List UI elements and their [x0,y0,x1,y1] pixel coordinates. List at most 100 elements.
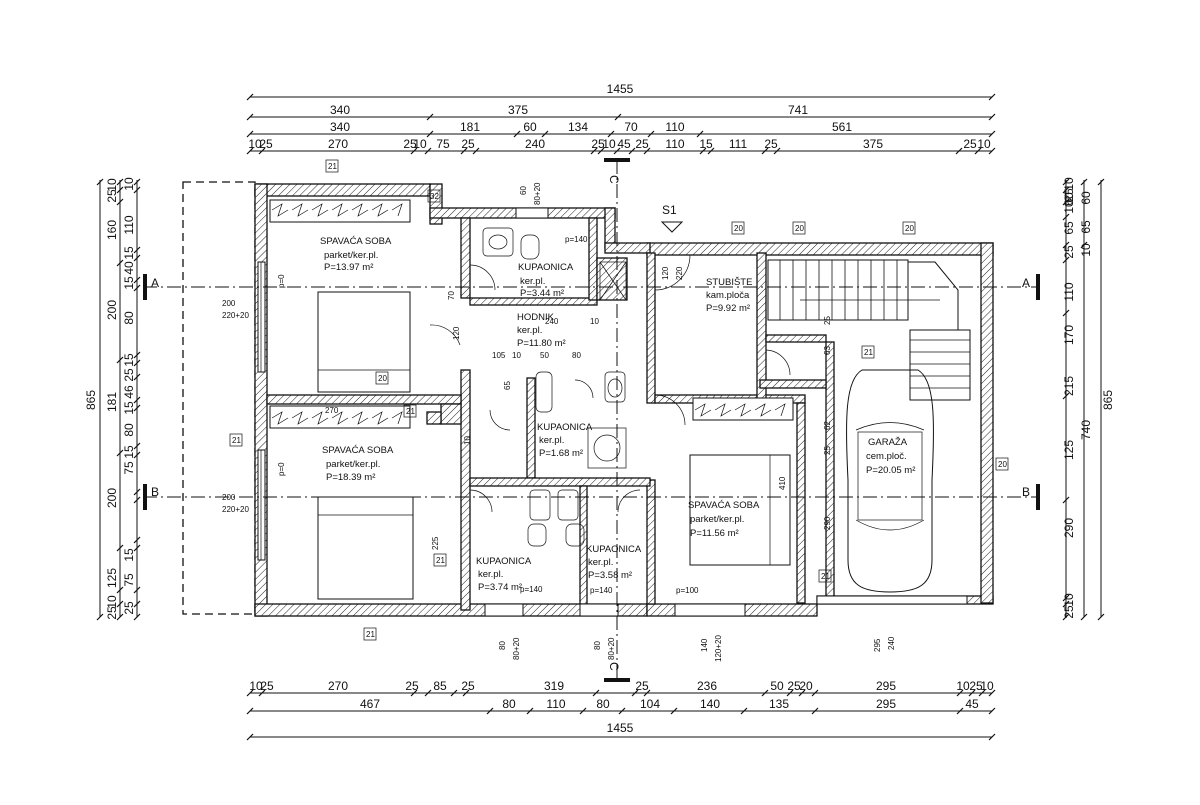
dimension-tick [426,113,434,121]
dim-w10: 10 [463,436,472,445]
dimension-tick [486,707,494,715]
dim-bot-row1-8: 236 [697,679,717,693]
dim-top-row2-c: 60 [523,120,537,134]
tag-4: 20 [905,224,914,233]
dimension-tick [246,689,254,697]
dim-left-outer-6: 125 [105,568,119,588]
dim-left-inner-0: 10 [122,177,136,191]
opening-labels: 200 220+20 200 220+20 60 80+20 80 80+20 … [222,182,896,662]
dim-top-row3-15: 25 [764,137,778,151]
dimension-tick [607,130,615,138]
walls [254,183,994,617]
dim-top-row3-4: 10 [413,137,427,151]
section-a-left: A [151,276,159,290]
dim-top-row3-2: 270 [328,137,348,151]
dimension-tick [541,130,549,138]
opening-w1-b: 220+20 [222,311,249,320]
dimension-tick [1097,178,1105,186]
dim-bot-row2-2: 110 [546,697,565,711]
tag-1: 32 [430,192,439,201]
dim-garage-in: 290 [823,516,832,530]
opening-top-b-a: 60 [519,186,528,195]
dim-left-inner-12: 75 [122,461,136,475]
dim-g1: 25 [823,446,832,455]
room-labels: SPAVAĆA SOBA parket/ker.pl. P=13.97 m² S… [320,236,915,593]
dim-h4: 80 [572,351,581,360]
dim-top-row3-3: 25 [403,137,417,151]
dimension-tick [1062,496,1070,504]
dim-bot-row2-1: 80 [502,697,516,711]
dim-top-row3-11: 25 [635,137,649,151]
dim-bot-row1-4: 85 [433,679,447,693]
dimension-tick [450,689,458,697]
wardrobes [269,199,794,429]
dim-top-row3-12: 110 [665,137,684,151]
dim-top-row3-17: 25 [963,137,977,151]
bottom-dimension-chains: 10 25 270 25 85 25 319 25 236 50 25 20 2… [246,679,996,741]
dimension-tick [133,544,141,552]
opening-bottom-b-a: 80 [593,641,602,650]
room-3-name: KUPAONICA [518,262,574,273]
dimension-tick [462,689,470,697]
dimension-tick [956,707,964,715]
dim-top-total: 1455 [607,82,634,96]
dimension-tick [246,707,254,715]
dimension-tick [988,93,996,101]
room-9-area: P=11.56 m² [690,528,739,539]
dim-bot-row1-7: 25 [635,679,649,693]
dim-hall-w: 240 [545,317,559,326]
dimension-tick [773,147,781,155]
room-2-floor: parket/ker.pl. [326,459,380,470]
dimension-tick [761,689,769,697]
dim-bot-row1-15: 10 [980,679,994,693]
dim-b270: 270 [325,406,339,415]
dimension-tick [1097,613,1105,621]
dim-p140a: p=140 [520,585,543,594]
dimension-tick [116,544,124,552]
dimension-tick [513,130,521,138]
dimension-tick [696,130,704,138]
dimension-tick [460,147,468,155]
dimension-tick [631,689,639,697]
dimension-tick [628,147,636,155]
dim-left-inner-7: 25 [122,368,136,382]
room-6-name: KUPAONICA [476,556,532,567]
dimension-tick [798,689,806,697]
dim-hall-r: 10 [590,317,599,326]
dim-left-outer-4: 181 [105,392,119,412]
dimension-tick [133,396,141,404]
dimension-tick [116,198,124,206]
opening-w2-b: 220+20 [222,505,249,514]
dimension-tick [116,178,124,186]
dim-right-inner-11: 10 [1062,593,1076,607]
tag-9: 21 [821,572,830,581]
room-6-floor: ker.pl. [478,569,503,580]
dimension-tick [116,186,124,194]
room-8-area: P=9.92 m² [706,303,750,314]
dimension-tick [116,449,124,457]
stair-cut-label: S1 [662,203,677,217]
dimension-tick [96,613,104,621]
dim-h3: 50 [540,351,549,360]
dim-left-outer-0: 10 [105,178,119,192]
dimension-tick [1080,178,1088,186]
room-2-name: SPAVAĆA SOBA [322,445,394,456]
room-7-name: KUPAONICA [586,544,642,555]
dimension-tick [424,689,432,697]
dimension-tick [699,147,707,155]
room-4-floor: ker.pl. [517,325,542,336]
tag-10: 21 [436,556,445,565]
dim-stair4: 25 [823,316,832,325]
room-7-area: P=3.58 m² [588,570,632,581]
dimension-tick [597,147,605,155]
windows [257,207,968,617]
dim-left-inner-11: 15 [122,445,136,459]
dim-bot-row1-14: 25 [969,679,983,693]
dimension-tick [133,186,141,194]
door-swings [429,254,791,513]
room-1-floor: parket/ker.pl. [324,250,378,261]
section-axes [143,158,1040,682]
dim-bot-row2-7: 295 [876,697,896,711]
dim-bed3-h: 410 [778,476,787,490]
